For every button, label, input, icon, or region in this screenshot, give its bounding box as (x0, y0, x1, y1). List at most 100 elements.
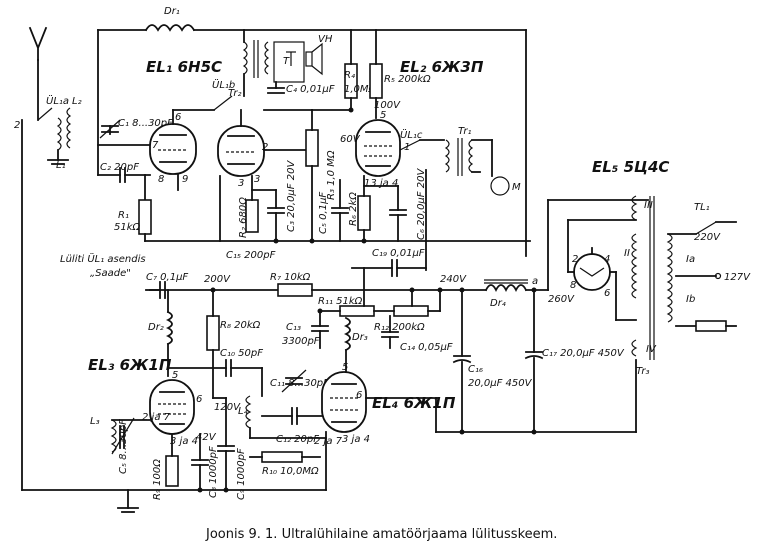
choke-dr3 (343, 316, 351, 352)
capacitor-c12 (261, 407, 325, 425)
capacitor-c16-value: 20,0μF 450V (468, 378, 533, 389)
antenna-pin-label: 2 (14, 120, 20, 131)
resistor-r11 (339, 305, 375, 317)
tube-middle-pin3: 3 (238, 178, 244, 189)
coil-l1-label: L₁ (56, 160, 66, 171)
figure-caption: Joonis 9. 1. Ultralühilaine amatöörjaama… (205, 527, 557, 542)
switch-note-line2: „Saade" (90, 268, 131, 279)
tube-el4-pin6: 6 (356, 390, 362, 401)
tube-middle-pin2: 2 (262, 142, 268, 153)
tube-el4-pin3ja4: 3 ja 4 (342, 434, 370, 445)
voltage-120v: 120V (214, 402, 241, 413)
capacitor-c9 (217, 397, 235, 491)
capacitor-c11 (261, 367, 307, 397)
resistor-r1-value: 51kΩ (114, 222, 141, 233)
capacitor-c3 (251, 189, 285, 242)
tube-el5-pin4: 4 (604, 254, 610, 265)
transformer-tr2 (242, 29, 270, 97)
switch-ul1a-label: ÜL₁a (46, 94, 69, 107)
capacitor-c13-value: 3300pF (282, 336, 320, 347)
microphone-m (490, 176, 510, 196)
tube-el2-pin1: 1 (404, 142, 410, 153)
switch-tl1 (695, 221, 717, 235)
capacitor-c6 (363, 185, 407, 242)
tube-el3-pin5: 5 (172, 370, 178, 381)
tube-el3 (149, 379, 195, 435)
antenna (28, 26, 48, 121)
tube-el1-pin7: 7 (152, 140, 159, 151)
coil-l3 (110, 419, 117, 453)
capacitor-c5-label: C₅ 0,1μF (318, 192, 329, 234)
resistor-r5-label: R₅ 200kΩ (384, 74, 431, 85)
choke-dr2 (165, 310, 173, 346)
capacitor-c17-label: C₁₇ 20,0μF 450V (542, 348, 625, 359)
tube-el5-pin8: 8 (570, 280, 576, 291)
tube-el2-label: EL₂ 6Ж3П (400, 58, 484, 76)
tube-el5 (567, 247, 617, 291)
fuse (695, 320, 727, 332)
voltage-42v: 42V (196, 432, 217, 443)
capacitor-c5 (331, 179, 349, 242)
resistor-r10-label: R₁₀ 10,0MΩ (262, 466, 319, 477)
capacitor-c19-label: C₁₉ 0,01μF (372, 248, 425, 259)
choke-dr1 (144, 24, 196, 32)
transformer-winding-1a: Ia (686, 254, 695, 265)
voltage-220v: 220V (694, 232, 721, 243)
headphones-t-label: T (283, 56, 290, 67)
capacitor-c2-label: C₂ 20pF (100, 162, 139, 173)
tube-el1-label: EL₁ 6Н5С (146, 58, 222, 76)
resistor-r7-label: R₇ 10kΩ (270, 272, 311, 283)
tube-el2-pin5: 5 (380, 110, 386, 121)
capacitor-c1-label: C₁ 8...30pF (118, 118, 173, 129)
switch-note-line1: Lüliti ÜL₁ asendis (60, 252, 146, 265)
tube-el1 (149, 109, 197, 191)
capacitor-c17 (524, 289, 544, 433)
coil-l3-label: L₃ (90, 416, 100, 427)
headphones-t (273, 41, 305, 83)
capacitor-c10-label: C₁₀ 50pF (220, 348, 263, 359)
choke-dr2-label: Dr₂ (148, 322, 164, 333)
capacitor-c2 (97, 167, 151, 183)
tube-el4-label: EL₄ 6Ж1П (372, 394, 456, 412)
junction-dots (197, 107, 537, 493)
capacitor-c14-label: C₁₄ 0,05μF (400, 342, 453, 353)
capacitor-c8 (191, 433, 209, 491)
tube-el1-pin9: 9 (182, 174, 188, 185)
capacitor-c7-label: C₇ 0,1μF (146, 272, 188, 283)
resistor-r4-label: R₄ (344, 70, 355, 81)
resistor-r9-label: R₉ 100Ω (152, 459, 163, 500)
capacitor-c6-label: C₆ 20,0μF 20V (416, 168, 427, 240)
tube-el3-pin2ja7: 2 ja 7 (142, 412, 171, 423)
transformer-winding-3: III (644, 200, 653, 211)
tube-el4-pin5: 5 (342, 362, 348, 373)
choke-dr3-label: Dr₃ (352, 332, 368, 343)
transformer-tr1 (444, 138, 493, 177)
resistor-r2-label: R₂ 680Ω (238, 197, 249, 238)
capacitor-c14 (381, 315, 399, 349)
capacitor-c10 (167, 359, 263, 377)
transformer-tr1-label: Tr₁ (458, 126, 471, 137)
tube-el3-label: EL₃ 6Ж1П (88, 356, 172, 374)
coil-l2-label: L₂ (72, 96, 82, 107)
resistor-r5 (369, 63, 383, 99)
tube-el3-pin3ja4: 3 ja 4 (170, 436, 198, 447)
speaker-vh (305, 42, 323, 76)
tube-el4 (321, 371, 367, 433)
switch-ul1c-label: ÜL₁c (400, 128, 423, 141)
capacitor-c15-label: C₁₅ 200pF (226, 250, 276, 261)
coil-l1-l2 (47, 107, 72, 165)
resistor-r3-label: R₃ 1,0 MΩ (326, 150, 337, 200)
coil-l4 (245, 395, 252, 429)
resistor-r6 (357, 195, 371, 231)
resistor-r8-label: R₈ 20kΩ (220, 320, 261, 331)
node-a-label: a (532, 276, 538, 287)
voltage-127v: 127V (724, 272, 751, 283)
tube-el1-pin6: 6 (175, 112, 181, 123)
speaker-vh-label: VH (318, 34, 333, 45)
tube-el4-pin2ja7: 2 ja 7 (314, 436, 343, 447)
transformer-tr3-label: Tr₃ (636, 366, 649, 377)
capacitor-c9-label: C₉ 1000pF (236, 448, 247, 500)
tube-el5-pin2: 2 (572, 254, 578, 265)
voltage-100v: 100V (374, 100, 401, 111)
